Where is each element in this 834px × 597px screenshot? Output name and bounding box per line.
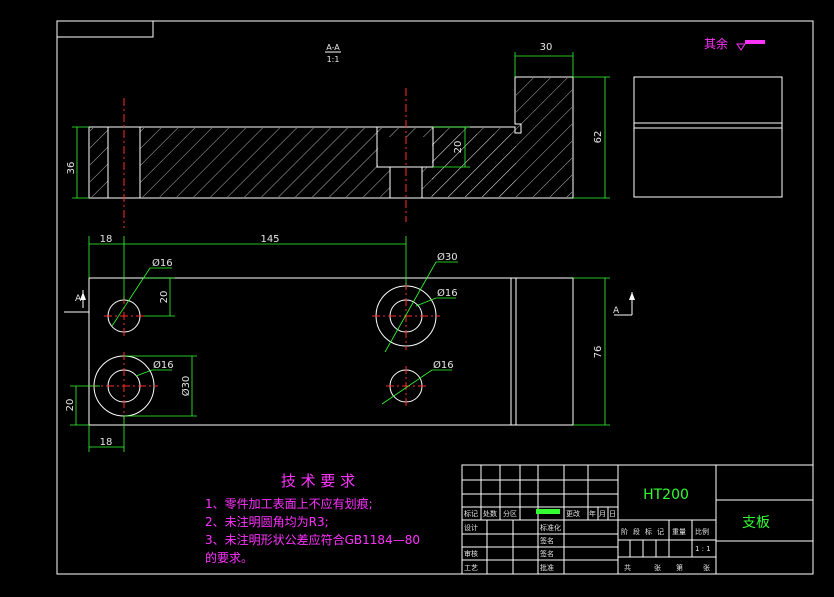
dim-dia-16-a: Ø16 [152, 257, 173, 269]
drawing-frame [56, 20, 814, 575]
tb-stage-3: 标 [645, 527, 652, 536]
tb-approve: 批准 [540, 563, 554, 572]
dim-height-36: 36 [66, 162, 77, 175]
tb-sheet-1: 共 [624, 563, 631, 572]
tb-weight: 重量 [672, 528, 686, 536]
roughness-symbol-icon [736, 43, 746, 51]
corner-label-box [56, 20, 154, 38]
dim-height-20-top: 20 [159, 291, 170, 304]
tb-month: 月 [599, 510, 606, 518]
section-label-top: A-A [326, 43, 340, 52]
roughness-symbol-bar [745, 40, 765, 44]
view-markers: A A [64, 290, 635, 316]
tb-sheet-2: 张 [654, 563, 661, 572]
tb-stage-1: 阶 [621, 527, 628, 536]
tb-mark: 标记 [464, 509, 478, 518]
dim-dia-30-b: Ø30 [180, 376, 192, 397]
dim-span-145: 145 [260, 234, 279, 245]
tb-scale: 比例 [695, 527, 709, 536]
tech-line-1: 1、零件加工表面上不应有划痕; [205, 496, 373, 511]
tb-count: 处数 [483, 509, 497, 518]
dim-dia-16-d: Ø16 [433, 359, 454, 371]
roughness-note: 其余 [704, 36, 728, 51]
section-dimensions: 30 62 36 20 [66, 42, 610, 199]
tb-sign2: 签名 [540, 549, 554, 558]
dim-width-30: 30 [540, 42, 553, 53]
title-block: HT200 支板 标记 处数 分区 更改 年 月 日 设计 标准化 签名 签名 … [461, 464, 814, 575]
tb-day: 日 [609, 510, 616, 518]
dim-height-20-bottom: 20 [65, 399, 76, 412]
dim-depth-20: 20 [453, 141, 464, 154]
part-name: 支板 [742, 515, 770, 531]
material: HT200 [643, 487, 689, 503]
tb-sign1: 签名 [540, 536, 554, 545]
tb-stage-2: 段 [633, 527, 640, 536]
view-marker-right: A [613, 306, 620, 316]
dim-dia-16-b: Ø16 [437, 287, 458, 299]
tb-process: 工艺 [464, 564, 478, 572]
dim-height-76: 76 [593, 346, 604, 359]
view-marker-left: A [75, 294, 82, 304]
tb-sheet-3: 第 [676, 563, 683, 572]
dim-left-18-bottom: 18 [100, 437, 113, 448]
tb-review: 审核 [464, 549, 478, 558]
tb-stage-4: 记 [657, 528, 664, 536]
tech-title: 技 术 要 求 [281, 472, 355, 490]
tb-zone: 分区 [503, 509, 517, 518]
top-dimensions: 18 145 Ø16 Ø30 Ø16 20 Ø16 Ø30 Ø16 76 20 [65, 234, 610, 452]
tb-design: 设计 [464, 523, 478, 532]
tech-line-4: 的要求。 [205, 550, 253, 565]
dim-height-62: 62 [593, 131, 604, 144]
tb-sheet-4: 张 [703, 563, 710, 572]
tb-standardize: 标准化 [540, 523, 561, 532]
dim-dia-16-c: Ø16 [153, 359, 174, 371]
tb-scale-value: 1 : 1 [695, 545, 711, 553]
section-label-bottom: 1:1 [327, 55, 340, 64]
tech-line-3: 3、未注明形状公差应符合GB1184—80 [205, 532, 420, 547]
dim-dia-30-a: Ø30 [437, 251, 458, 263]
section-view [88, 76, 574, 228]
side-view [633, 76, 783, 198]
tb-change: 更改 [566, 509, 580, 518]
tb-year: 年 [589, 509, 596, 518]
top-view [88, 277, 574, 426]
tech-line-2: 2、未注明圆角均为R3; [205, 514, 329, 529]
tech-requirements: 技 术 要 求 1、零件加工表面上不应有划痕; 2、未注明圆角均为R3; 3、未… [205, 472, 420, 565]
dim-left-18-top: 18 [100, 234, 113, 245]
